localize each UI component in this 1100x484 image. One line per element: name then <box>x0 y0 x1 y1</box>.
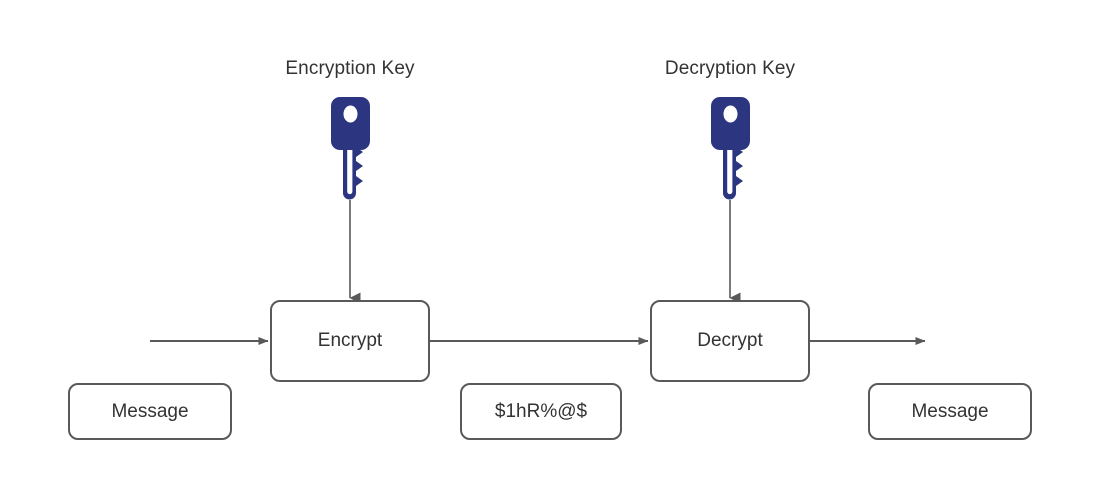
decrypt-box[interactable]: Decrypt <box>650 300 810 382</box>
encryption-key-label: Encryption Key <box>285 58 415 79</box>
decryption-key-label: Decryption Key <box>664 58 796 79</box>
plaintext-output-box[interactable]: Message <box>868 383 1032 440</box>
plaintext-input-box[interactable]: Message <box>68 383 232 440</box>
encrypt-box[interactable]: Encrypt <box>270 300 430 382</box>
key-icon <box>711 97 750 200</box>
ciphertext-box[interactable]: $1hR%@$ <box>460 383 622 440</box>
key-icon <box>331 97 370 200</box>
